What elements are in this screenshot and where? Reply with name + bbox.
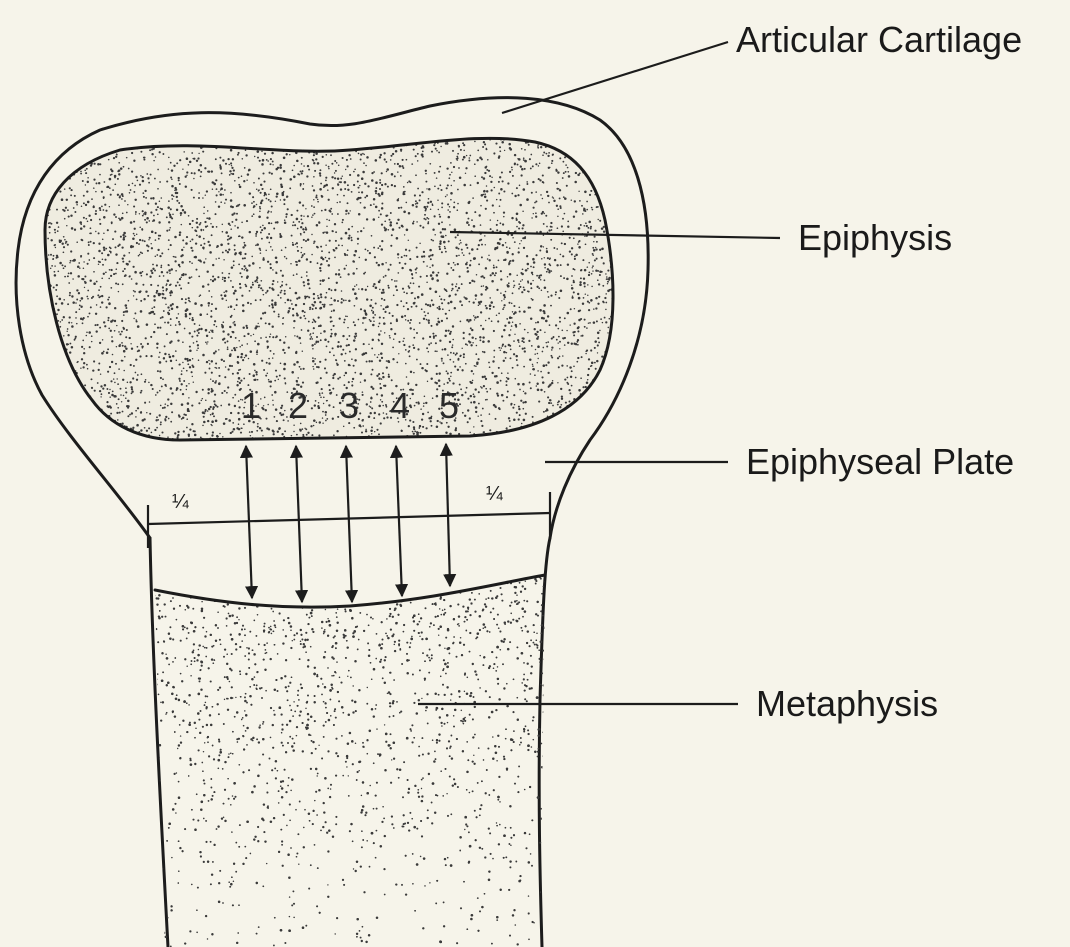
measurement-number-2: 2 xyxy=(288,385,308,426)
measurement-number-5: 5 xyxy=(439,385,459,426)
label-metaphysis: Metaphysis xyxy=(756,683,938,724)
shaft-right-edge xyxy=(539,538,550,947)
right-quarter-mark: ¼ xyxy=(486,483,503,505)
measurement-number-3: 3 xyxy=(339,385,359,426)
label-epiphyseal-plate: Epiphyseal Plate xyxy=(746,441,1014,482)
measurement-arrow-3 xyxy=(346,446,352,602)
measurement-arrow-4 xyxy=(396,446,402,596)
measurement-arrow-2 xyxy=(296,446,302,602)
measurement-number-4: 4 xyxy=(390,385,410,426)
epiphysis-region xyxy=(39,129,626,451)
left-quarter-mark: ¼ xyxy=(172,491,189,513)
label-articular-cartilage: Articular Cartilage xyxy=(736,19,1022,60)
label-epiphysis: Epiphysis xyxy=(798,217,952,258)
metaphysis-region xyxy=(149,569,551,947)
measurement-number-1: 1 xyxy=(241,385,261,426)
leader-articular-cartilage xyxy=(502,42,728,113)
measurement-arrows xyxy=(246,444,450,602)
